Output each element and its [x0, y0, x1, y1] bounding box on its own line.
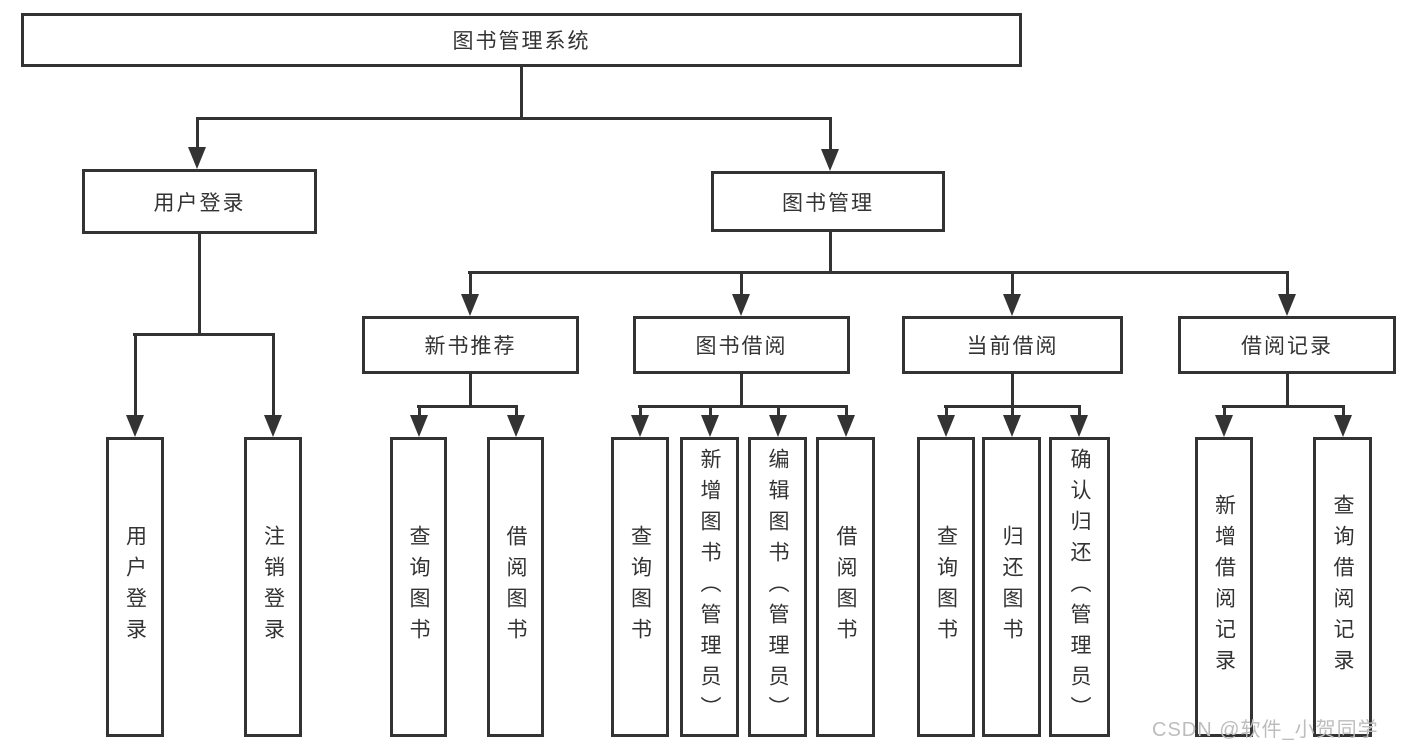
- arrow-down-icon: [837, 415, 855, 437]
- connector-stub: [1285, 271, 1289, 298]
- connector-hline: [1222, 405, 1345, 408]
- arrow-down-icon: [732, 294, 750, 316]
- connector-stub: [1222, 405, 1226, 419]
- connector-hline: [133, 333, 275, 336]
- leaf-user-login: 用户登录: [106, 437, 164, 737]
- arrow-down-icon: [126, 415, 144, 437]
- arrow-down-icon: [937, 415, 955, 437]
- connector-stub: [468, 271, 472, 298]
- leaf-recommend-borrow-books: 借阅图书: [487, 437, 544, 737]
- arrow-down-icon: [188, 147, 206, 169]
- leaf-current-confirm-return-admin: 确认归还（管理员）: [1049, 437, 1110, 737]
- arrow-down-icon: [769, 415, 787, 437]
- node-new-book-recommend: 新书推荐: [362, 316, 579, 374]
- leaf-current-return-books: 归还图书: [982, 437, 1041, 737]
- watermark: CSDN @软件_小贺同学: [1152, 719, 1379, 741]
- connector-stub: [776, 405, 780, 419]
- connector-stub: [1077, 405, 1081, 419]
- leaf-recommend-query-books: 查询图书: [390, 437, 447, 737]
- leaf-borrow-edit-books-admin: 编辑图书（管理员）: [748, 437, 807, 737]
- leaf-records-query-record: 查询借阅记录: [1313, 437, 1372, 737]
- connector-vline: [1010, 374, 1014, 408]
- connector-hline: [417, 405, 518, 408]
- leaf-borrow-query-books: 查询图书: [611, 437, 669, 737]
- leaf-records-add-record: 新增借阅记录: [1195, 437, 1253, 737]
- connector-stub: [133, 333, 137, 419]
- connector-stub: [195, 117, 199, 151]
- node-library-system: 图书管理系统: [21, 13, 1022, 67]
- node-book-management: 图书管理: [711, 171, 945, 232]
- arrow-down-icon: [507, 415, 525, 437]
- arrow-down-icon: [264, 415, 282, 437]
- leaf-logout: 注销登录: [244, 437, 302, 737]
- connector-stub: [1010, 405, 1014, 419]
- connector-stub: [739, 271, 743, 298]
- connector-vline: [739, 374, 743, 408]
- leaf-borrow-add-books-admin: 新增图书（管理员）: [680, 437, 739, 737]
- node-current-borrow: 当前借阅: [902, 316, 1123, 374]
- arrow-down-icon: [1334, 415, 1352, 437]
- arrow-down-icon: [1070, 415, 1088, 437]
- connector-stub: [828, 117, 832, 153]
- connector-stub: [1341, 405, 1345, 419]
- connector-vline: [519, 67, 523, 120]
- arrow-down-icon: [701, 415, 719, 437]
- arrow-down-icon: [821, 149, 839, 171]
- connector-stub: [844, 405, 848, 419]
- arrow-down-icon: [410, 415, 428, 437]
- connector-stub: [271, 333, 275, 419]
- node-borrow-records: 借阅记录: [1178, 316, 1396, 374]
- connector-vline: [828, 232, 832, 274]
- connector-vline: [197, 234, 201, 336]
- connector-stub: [1010, 271, 1014, 298]
- arrow-down-icon: [461, 294, 479, 316]
- connector-hline: [196, 117, 832, 120]
- arrow-down-icon: [1003, 294, 1021, 316]
- connector-hline: [468, 271, 1289, 274]
- arrow-down-icon: [1003, 415, 1021, 437]
- connector-hline: [638, 405, 847, 408]
- leaf-borrow-borrow-books: 借阅图书: [816, 437, 875, 737]
- arrow-down-icon: [631, 415, 649, 437]
- connector-stub: [417, 405, 421, 419]
- connector-vline: [1285, 374, 1289, 408]
- connector-stub: [638, 405, 642, 419]
- connector-stub: [708, 405, 712, 419]
- connector-stub: [514, 405, 518, 419]
- connector-vline: [468, 374, 472, 408]
- node-book-borrow: 图书借阅: [633, 316, 850, 374]
- connector-stub: [944, 405, 948, 419]
- leaf-current-query-books: 查询图书: [917, 437, 975, 737]
- arrow-down-icon: [1278, 294, 1296, 316]
- node-user-login: 用户登录: [82, 169, 317, 234]
- arrow-down-icon: [1215, 415, 1233, 437]
